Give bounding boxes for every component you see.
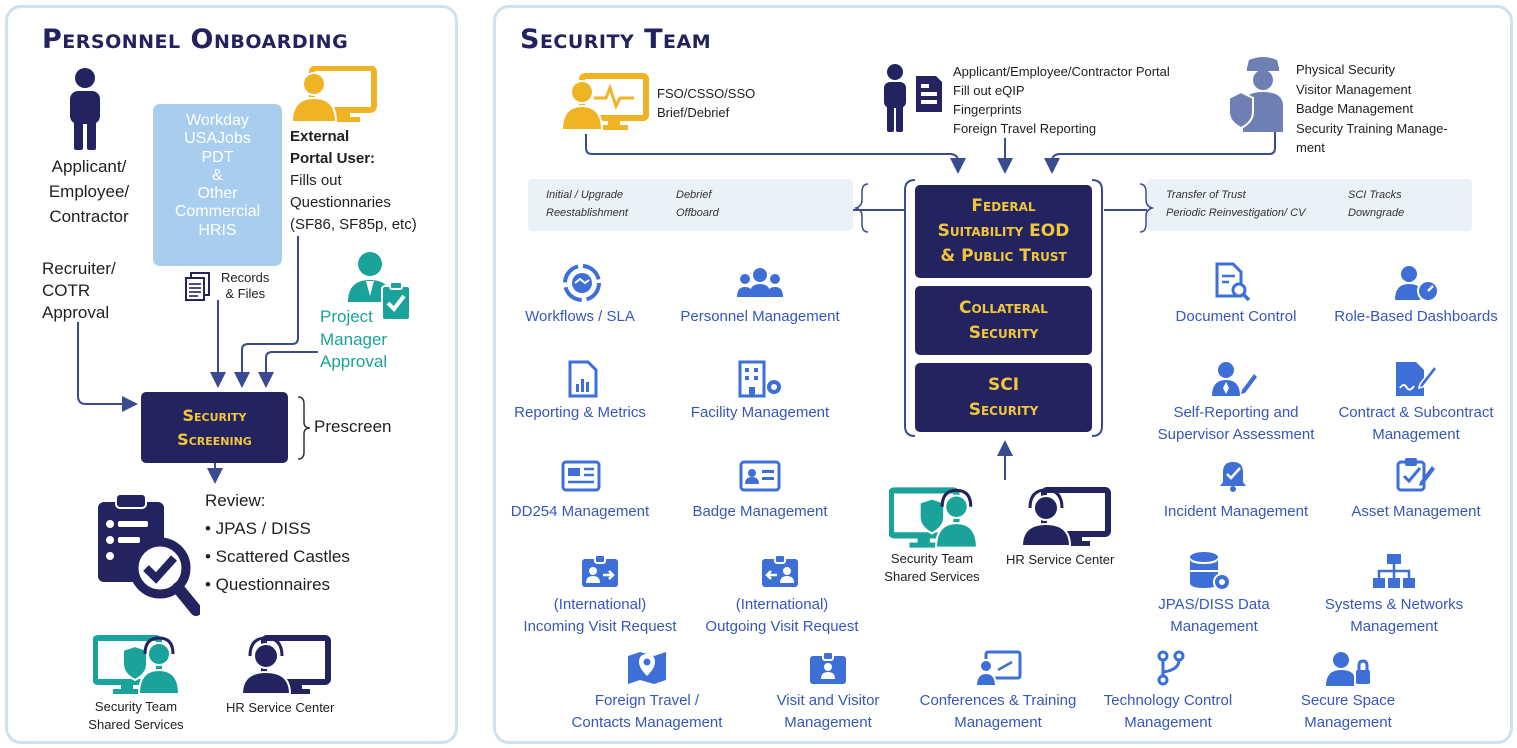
service-label: Incident Management (1163, 503, 1309, 520)
physical-security-label: Physical Security Visitor Management Bad… (1296, 62, 1448, 155)
newspaper-icon (561, 460, 601, 492)
project-manager-icon (348, 252, 411, 321)
security-guard-icon (1228, 57, 1283, 132)
contract-sign-icon (1396, 362, 1438, 396)
service-label: Role-Based Dashboards (1334, 308, 1498, 325)
shared-services-label: Security Team Shared Services (88, 699, 184, 732)
presentation-icon (976, 650, 1022, 686)
review-title: Review: (205, 491, 266, 510)
service-label: Visit and Visitor Management (776, 692, 880, 731)
lifecycle-tag: Offboard (676, 207, 719, 219)
fso-label: FSO/CSSO/SSO Brief/Debrief (657, 86, 756, 120)
team-people-icon (737, 268, 783, 297)
left-panel-title: Personnel Onboarding (42, 24, 349, 55)
lifecycle-tag: Debrief (676, 189, 712, 201)
service-label: DD254 Management (510, 503, 650, 520)
user-lock-icon (1326, 652, 1370, 686)
hr-service-center-icon (1020, 487, 1111, 547)
service-label: Personnel Management (680, 308, 840, 325)
hr-service-center-icon (240, 635, 331, 695)
portal-label: Applicant/Employee/Contractor Portal Fil… (953, 64, 1170, 136)
records-icon (185, 272, 210, 301)
portal-person-document-icon (884, 64, 942, 132)
service-label: Contract & Subcontract Management (1338, 404, 1494, 443)
report-document-icon (568, 360, 598, 398)
lifecycle-tag: Initial / Upgrade (546, 189, 624, 201)
service-label: Technology Control Management (1103, 692, 1233, 731)
network-icon (1373, 554, 1415, 588)
user-gauge-icon (1395, 266, 1439, 302)
hr-service-center-label: HR Service Center (226, 700, 335, 715)
lifecycle-tag: Downgrade (1348, 207, 1405, 219)
service-label: Facility Management (690, 404, 830, 421)
right-lifecycle-bar (1147, 179, 1472, 231)
left-lifecycle-bar (528, 179, 853, 231)
service-label: Self-Reporting and Supervisor Assessment (1157, 404, 1315, 443)
service-label: Document Control (1175, 308, 1297, 325)
asset-clipboard-icon (1396, 458, 1435, 492)
visitor-badge-icon (810, 651, 846, 684)
incoming-badge-icon (582, 554, 618, 587)
sci-security-box: SCI Security (915, 363, 1092, 432)
portal-user-icon (290, 66, 377, 123)
hris-label: Workday USAJobs PDT & Other Commercial H… (174, 112, 261, 239)
external-body: Fills out Questionnaries (SF86, SF85p, e… (290, 172, 417, 233)
lifecycle-tag: Periodic Reinvestigation/ CV (1166, 207, 1306, 219)
document-search-icon (1215, 262, 1251, 302)
service-label: Workflows / SLA (525, 308, 635, 325)
review-item: • Questionnaires (205, 575, 331, 594)
review-clipboard-icon (98, 493, 200, 616)
right-panel-title: Security Team (520, 24, 712, 55)
lifecycle-tag: Transfer of Trust (1166, 189, 1246, 201)
fso-monitor-icon (560, 73, 649, 131)
person-icon (70, 68, 100, 150)
review-item: • Scattered Castles (205, 547, 350, 566)
external-title: External Portal User: (290, 128, 376, 167)
map-pin-icon (628, 652, 666, 684)
security-screening-box: Security Screening (141, 392, 288, 463)
lifecycle-tag: SCI Tracks (1348, 189, 1402, 201)
prescreen-brace (297, 396, 311, 460)
service-label: Conferences & Training Management (919, 692, 1077, 731)
building-gear-icon (738, 360, 781, 398)
applicant-label: Applicant/ Employee/ Contractor (48, 157, 130, 226)
service-label: (International) Outgoing Visit Request (705, 596, 859, 635)
service-label: Systems & Networks Management (1324, 596, 1464, 635)
review-item: • JPAS / DISS (205, 519, 311, 538)
hr-service-center-label: HR Service Center (1006, 552, 1115, 567)
collateral-security-box: Collateral Security (915, 286, 1092, 355)
service-label: JPAS/DISS Data Management (1158, 596, 1270, 635)
service-label: Reporting & Metrics (514, 404, 646, 421)
database-gear-icon (1190, 552, 1231, 591)
prescreen-label: Prescreen (314, 417, 392, 436)
federal-suitability-box: Federal Suitability EOD & Public Trust (915, 185, 1092, 278)
handshake-cycle-icon (563, 264, 601, 302)
shared-services-icon (93, 635, 181, 695)
project-manager-label: Project Manager Approval (320, 307, 388, 371)
records-label: Records & Files (221, 270, 270, 301)
service-label: Badge Management (692, 503, 828, 520)
shared-services-label: Security Team Shared Services (884, 551, 980, 584)
branch-icon (1157, 650, 1185, 686)
lifecycle-tag: Reestablishment (546, 207, 628, 219)
user-pen-icon (1212, 362, 1257, 396)
shared-services-icon (889, 487, 978, 549)
outgoing-badge-icon (762, 554, 798, 587)
service-label: Foreign Travel / Contacts Management (571, 692, 723, 731)
service-label: Secure Space Management (1300, 692, 1396, 731)
service-label: (International) Incoming Visit Request (523, 596, 677, 635)
service-label: Asset Management (1351, 503, 1481, 520)
alarm-bell-icon (1220, 462, 1246, 492)
id-badge-icon (739, 460, 781, 492)
recruiter-label: Recruiter/ COTR Approval (42, 259, 116, 322)
